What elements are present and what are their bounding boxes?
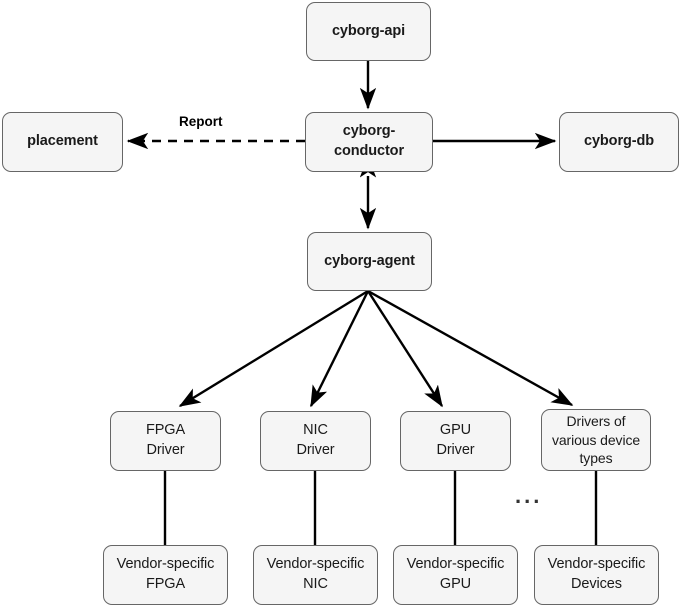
node-cyborg-agent[interactable]: cyborg-agent	[307, 232, 432, 291]
node-label-cyborg-api: cyborg-api	[331, 22, 406, 39]
node-gpu-driver[interactable]: GPU Driver	[400, 411, 511, 471]
edge-label-report: Report	[179, 114, 223, 129]
node-vendor-gpu[interactable]: Vendor-specific GPU	[393, 545, 518, 605]
ellipsis-annotation: ...	[515, 483, 543, 508]
node-cyborg-db[interactable]: cyborg-db	[559, 112, 679, 172]
node-vendor-devices[interactable]: Vendor-specific Devices	[534, 545, 659, 605]
node-label-cyborg-conductor: cyborg-conductor	[334, 123, 404, 159]
node-cyborg-api[interactable]: cyborg-api	[306, 2, 431, 61]
node-nic-driver[interactable]: NIC Driver	[260, 411, 371, 471]
node-label-fpga-driver: FPGA Driver	[145, 422, 186, 458]
node-label-vendor-fpga: Vendor-specific FPGA	[116, 556, 215, 592]
node-label-cyborg-agent: cyborg-agent	[324, 252, 415, 269]
node-label-cyborg-db: cyborg-db	[584, 133, 654, 150]
node-fpga-driver[interactable]: FPGA Driver	[110, 411, 221, 471]
connector-agent-to-nic-driver	[309, 290, 370, 408]
connector-agent-to-fpga-driver	[178, 289, 369, 408]
node-vendor-nic[interactable]: Vendor-specific NIC	[253, 545, 378, 605]
node-label-vendor-gpu: Vendor-specific GPU	[406, 556, 505, 592]
node-vendor-fpga[interactable]: Vendor-specific FPGA	[103, 545, 228, 605]
node-label-nic-driver: NIC Driver	[296, 422, 335, 458]
node-cyborg-conductor[interactable]: cyborg-conductor	[305, 112, 433, 172]
node-label-vendor-devices: Vendor-specific Devices	[547, 556, 646, 592]
node-label-placement: placement	[27, 133, 98, 150]
node-label-various-drivers: Drivers of various device types	[551, 412, 641, 467]
connector-agent-to-various-drivers	[367, 289, 574, 407]
node-label-gpu-driver: GPU Driver	[436, 422, 475, 458]
node-label-vendor-nic: Vendor-specific NIC	[266, 556, 365, 592]
node-various-drivers[interactable]: Drivers of various device types	[541, 409, 651, 471]
connector-agent-to-gpu-driver	[366, 290, 444, 408]
node-placement[interactable]: placement	[2, 112, 123, 172]
